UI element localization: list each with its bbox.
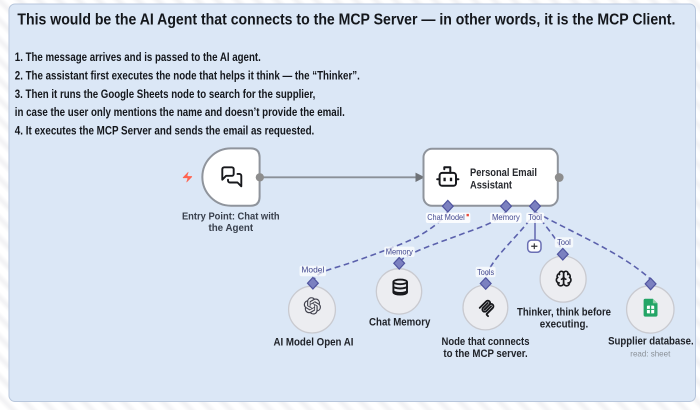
svg-text:Personal Email: Personal Email (470, 167, 537, 179)
svg-text:Model: Model (301, 266, 324, 275)
svg-text:Thinker, think before: Thinker, think before (517, 306, 611, 318)
svg-text:AI Model Open AI: AI Model Open AI (274, 336, 354, 348)
svg-text:This would be the AI Agent tha: This would be the AI Agent that connects… (17, 11, 675, 28)
svg-text:4. It executes the MCP Server: 4. It executes the MCP Server and sends … (15, 124, 315, 138)
svg-text:Chat Model: Chat Model (427, 213, 465, 222)
svg-text:Memory: Memory (386, 248, 413, 257)
svg-text:2. The assistant first execute: 2. The assistant first executes the node… (15, 68, 360, 82)
svg-text:3. Then it runs the Google She: 3. Then it runs the Google Sheets node t… (15, 87, 316, 101)
svg-text:Tool: Tool (557, 238, 571, 247)
svg-text:the Agent: the Agent (208, 222, 253, 234)
svg-text:Tool: Tool (528, 213, 542, 222)
svg-text:Node that connects: Node that connects (442, 336, 530, 348)
svg-text:Entry Point: Chat with: Entry Point: Chat with (182, 211, 280, 223)
svg-text:Supplier database.: Supplier database. (608, 336, 694, 348)
svg-text:Assistant: Assistant (470, 179, 512, 191)
svg-text:1. The message arrives and is: 1. The message arrives and is passed to … (15, 50, 261, 64)
svg-text:in case the user only mentions: in case the user only mentions the name … (15, 105, 345, 119)
svg-text:Chat Memory: Chat Memory (369, 317, 431, 329)
svg-text:executing.: executing. (540, 318, 588, 330)
svg-text:to the MCP server.: to the MCP server. (443, 348, 527, 360)
svg-text:Memory: Memory (492, 213, 521, 222)
svg-text:read: sheet: read: sheet (630, 348, 671, 358)
svg-text:Tools: Tools (477, 268, 494, 277)
